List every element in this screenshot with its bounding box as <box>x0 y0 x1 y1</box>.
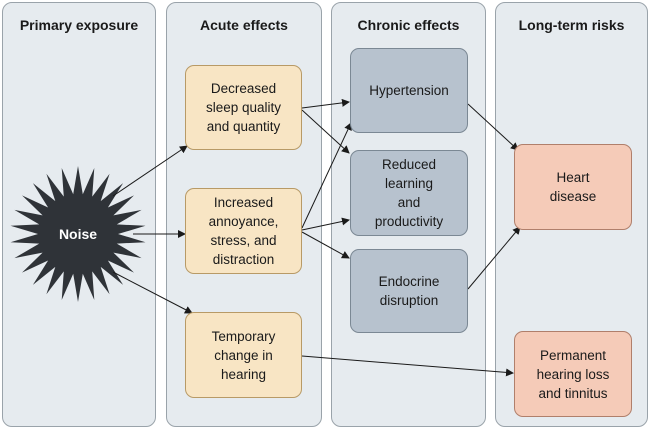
acute-effect-sleep: Decreased sleep quality and quantity <box>185 65 302 150</box>
acute-effect-annoyance: Increased annoyance, stress, and distrac… <box>185 188 302 274</box>
arrow-hearing-to-hearing-loss <box>301 355 514 377</box>
arrow-sleep-to-learning <box>301 109 350 154</box>
arrow-noise-to-sleep <box>112 145 188 197</box>
column-title-acute-effects: Acute effects <box>200 17 288 33</box>
noise-starburst-icon <box>10 166 146 302</box>
arrow-endocrine-to-heart <box>467 226 521 290</box>
chronic-effect-hypertension: Hypertension <box>350 48 468 133</box>
arrow-annoyance-to-hypertension <box>301 122 352 229</box>
long-term-risk-heart-disease: Heart disease <box>514 144 632 230</box>
long-term-risk-hearing-loss: Permanent hearing loss and tinnitus <box>514 331 632 417</box>
column-title-long-term-risks: Long-term risks <box>518 17 625 33</box>
chronic-effect-endocrine: Endocrine disruption <box>350 249 468 333</box>
column-title-chronic-effects: Chronic effects <box>357 17 460 33</box>
arrow-sleep-to-hypertension <box>301 98 350 109</box>
arrow-annoyance-to-learning <box>301 217 350 231</box>
arrow-hypertension-to-heart <box>467 103 519 151</box>
chronic-effect-learning: Reduced learning and productivity <box>350 150 468 236</box>
column-title-primary-exposure: Primary exposure <box>19 17 139 33</box>
arrow-annoyance-to-endocrine <box>301 231 350 259</box>
acute-effect-hearing-change: Temporary change in hearing <box>185 312 302 398</box>
arrow-noise-to-hearing <box>112 271 193 314</box>
noise-label: Noise <box>58 226 98 242</box>
